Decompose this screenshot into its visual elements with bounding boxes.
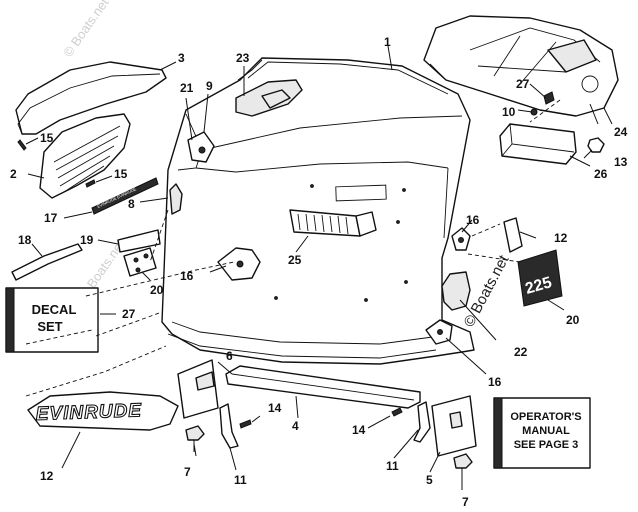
side-number-decal-part-20: 225	[517, 249, 563, 307]
decal-bracket-part-20-left	[123, 247, 157, 277]
grommet-16-side	[451, 227, 471, 251]
grommet-16-lower	[425, 319, 453, 345]
decal-set-line-2: SET	[37, 319, 62, 334]
callout-2: 2	[10, 167, 17, 181]
callout-12-left: 12	[40, 469, 54, 483]
callout-11-left: 11	[234, 473, 247, 487]
manual-line-3: SEE PAGE 3	[514, 439, 579, 451]
callout-15-upper: 15	[40, 131, 54, 145]
callout-27-right: 27	[516, 77, 530, 91]
callout-21: 21	[180, 81, 194, 95]
callout-18: 18	[18, 233, 32, 247]
evinrude-decal-part-12: EVINRUDE	[27, 391, 179, 431]
screw-15-upper	[17, 139, 27, 151]
callout-10: 10	[502, 105, 516, 119]
callout-3: 3	[178, 51, 185, 65]
callout-1: 1	[384, 35, 391, 49]
nut-13	[587, 137, 605, 153]
bracket-11-left	[219, 403, 239, 449]
bracket-part-26	[499, 123, 577, 165]
screw-14-right	[391, 407, 403, 417]
top-lid-part-3	[15, 61, 167, 135]
screw-15-lower	[85, 179, 96, 188]
motor-cover-part-1	[161, 57, 475, 365]
callout-7-right: 7	[462, 495, 469, 509]
callout-leader-lines	[25, 45, 613, 490]
side-grille-part-2	[39, 113, 131, 199]
screw-14-left	[239, 419, 252, 429]
callout-27-left: 27	[122, 307, 136, 321]
side-number-text: 225	[523, 274, 553, 298]
side-pad-part-22	[441, 271, 471, 311]
callout-6: 6	[226, 349, 233, 363]
grommet-16-front	[217, 247, 261, 281]
decal-set-box: DECAL SET	[5, 287, 99, 353]
callout-13: 13	[614, 155, 628, 169]
vent-grille-part-25	[289, 209, 377, 237]
trim-strip-part-4	[225, 365, 421, 409]
plate-part-19	[117, 229, 161, 253]
lower-bracket-part-6	[177, 359, 219, 419]
callout-8: 8	[128, 197, 135, 211]
side-latch-part-8	[169, 183, 183, 215]
clip-27-upper	[543, 91, 555, 105]
callout-7-left: 7	[184, 465, 191, 479]
watermark-top-left: © Boats.net	[60, 0, 112, 60]
callout-5: 5	[426, 473, 433, 487]
callout-20-right: 20	[566, 313, 580, 327]
callout-26: 26	[594, 167, 608, 181]
callout-22: 22	[514, 345, 528, 359]
callout-23: 23	[236, 51, 250, 65]
callout-12-right: 12	[554, 231, 568, 245]
mount-7-right	[453, 453, 473, 480]
engine-tray-part-24	[423, 15, 619, 117]
assembly-guide-lines	[25, 99, 561, 397]
callout-9: 9	[206, 79, 213, 93]
callout-numbers: 1 2 3 4 5 6 7 7 8 9 10 11 11 12 12 13 14…	[10, 35, 628, 509]
trim-strip-part-18	[11, 243, 83, 281]
decal-strip-part-17: EVINRUDE EVINRUDE	[91, 177, 159, 215]
callout-15-lower: 15	[114, 167, 128, 181]
callout-14-left: 14	[268, 401, 282, 415]
callout-19: 19	[80, 233, 94, 247]
side-decal-bracket-part-12	[503, 217, 523, 253]
operators-manual-box: OPERATOR'S MANUAL SEE PAGE 3	[493, 397, 591, 469]
callout-17: 17	[44, 211, 58, 225]
callout-16-front: 16	[180, 269, 194, 283]
callout-20-left: 20	[150, 283, 164, 297]
callout-11-right: 11	[386, 459, 399, 473]
callout-25: 25	[288, 253, 302, 267]
lower-bracket-part-5	[431, 395, 477, 457]
manual-line-2: MANUAL	[522, 425, 570, 437]
bracket-11-right	[413, 401, 431, 443]
manual-line-1: OPERATOR'S	[510, 411, 581, 423]
decal-set-line-1: DECAL	[32, 302, 77, 317]
callout-14-right: 14	[352, 423, 366, 437]
latch-bracket-part-21	[187, 131, 215, 163]
callout-4: 4	[292, 419, 299, 433]
callout-24: 24	[614, 125, 628, 139]
callout-16-lower: 16	[488, 375, 502, 389]
evinrude-decal-text: EVINRUDE	[35, 400, 142, 425]
callout-16-side: 16	[466, 213, 480, 227]
